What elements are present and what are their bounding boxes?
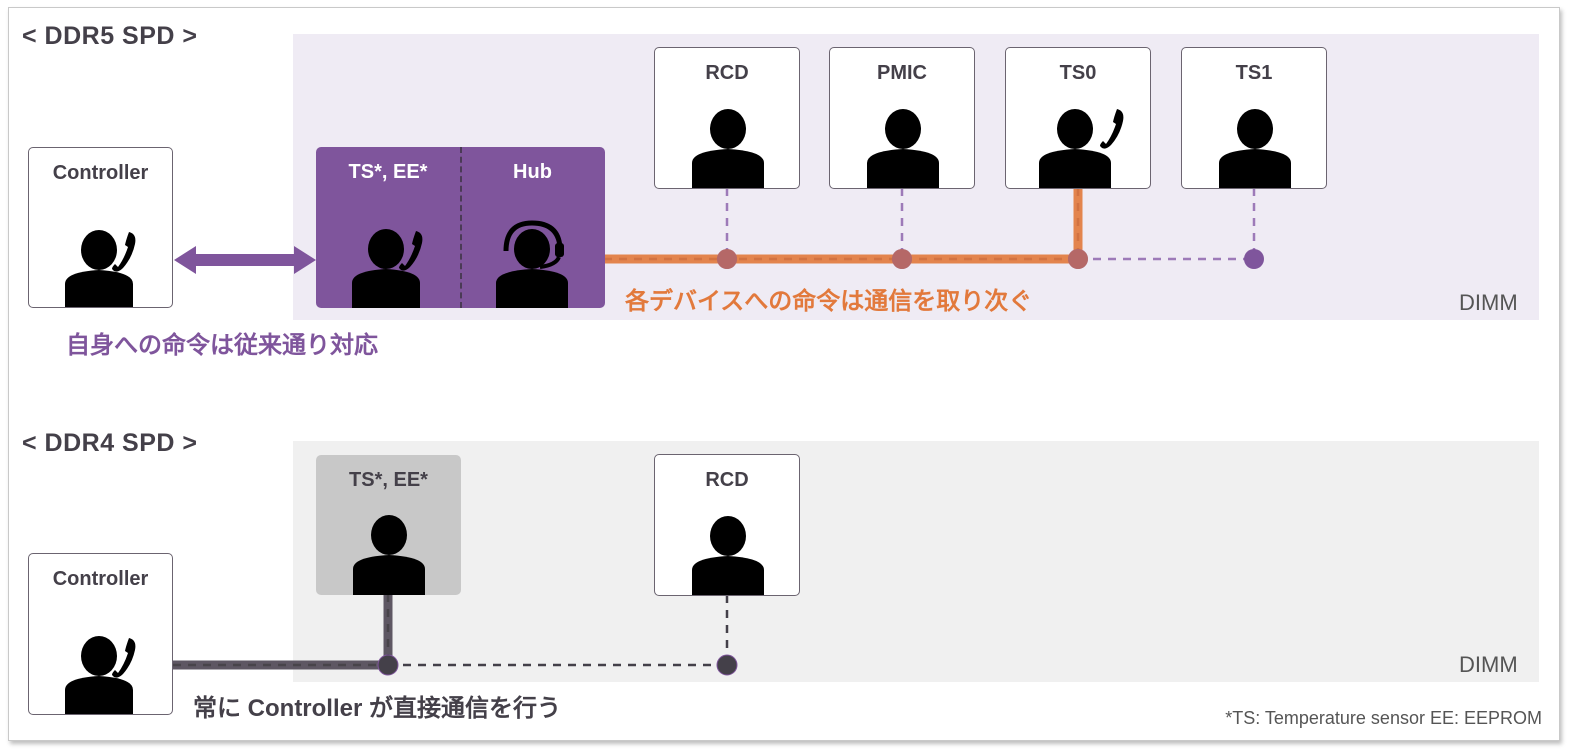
hub-group-left-label: TS*, EE* [348,161,428,183]
ddr4-section-title: < DDR4 SPD > [22,429,198,457]
hub-group-box[interactable]: TS*, EE* Hub [316,147,605,308]
ddr5-controller-box[interactable]: Controller [28,147,173,308]
person-phone-icon [65,636,136,714]
device-ts-ee[interactable]: TS*, EE* [316,455,461,595]
ddr5-section-title: < DDR5 SPD > [22,22,198,50]
person-phone-icon [1039,109,1124,188]
device-label: TS*, EE* [349,469,428,491]
device-label: RCD [705,469,749,491]
device-rcd[interactable]: RCD [654,47,800,189]
person-icon [692,109,764,188]
device-rcd[interactable]: RCD [654,454,800,596]
ddr4-dimm-label: DIMM [1459,652,1518,677]
person-icon [867,109,939,188]
device-label: TS1 [1235,62,1273,84]
footnote: *TS: Temperature sensor EE: EEPROM [1225,708,1542,728]
person-phone-icon [65,230,136,307]
device-ts1[interactable]: TS1 [1181,47,1327,189]
bus-node-ts-ee [377,654,399,676]
device-label: RCD [705,62,749,84]
device-pmic[interactable]: PMIC [829,47,975,189]
self-handling-caption: 自身への命令は従来通り対応 [66,332,378,359]
ddr5-dimm-label: DIMM [1459,290,1518,315]
person-icon [1219,109,1291,188]
device-label: PMIC [877,62,927,84]
device-ts0[interactable]: TS0 [1005,47,1151,189]
ddr4-controller-box[interactable]: Controller [28,553,173,715]
bus-node-rcd [716,654,738,676]
person-icon [353,515,425,595]
bus-node-ts1 [1244,249,1264,269]
bidirectional-arrow [174,246,316,274]
relay-caption: 各デバイスへの命令は通信を取り次ぐ [625,288,1033,315]
ddr4-dimm-area [293,441,1539,682]
person-icon [692,516,764,595]
direct-communication-caption: 常に Controller が直接通信を行う [193,695,562,722]
person-phone-icon [352,229,423,308]
hub-divider [460,147,462,308]
controller-label: Controller [52,162,149,184]
headset-operator-icon [496,220,568,308]
device-label: TS0 [1059,62,1097,84]
controller-label: Controller [52,568,149,590]
hub-group-right-label: Hub [513,161,552,183]
